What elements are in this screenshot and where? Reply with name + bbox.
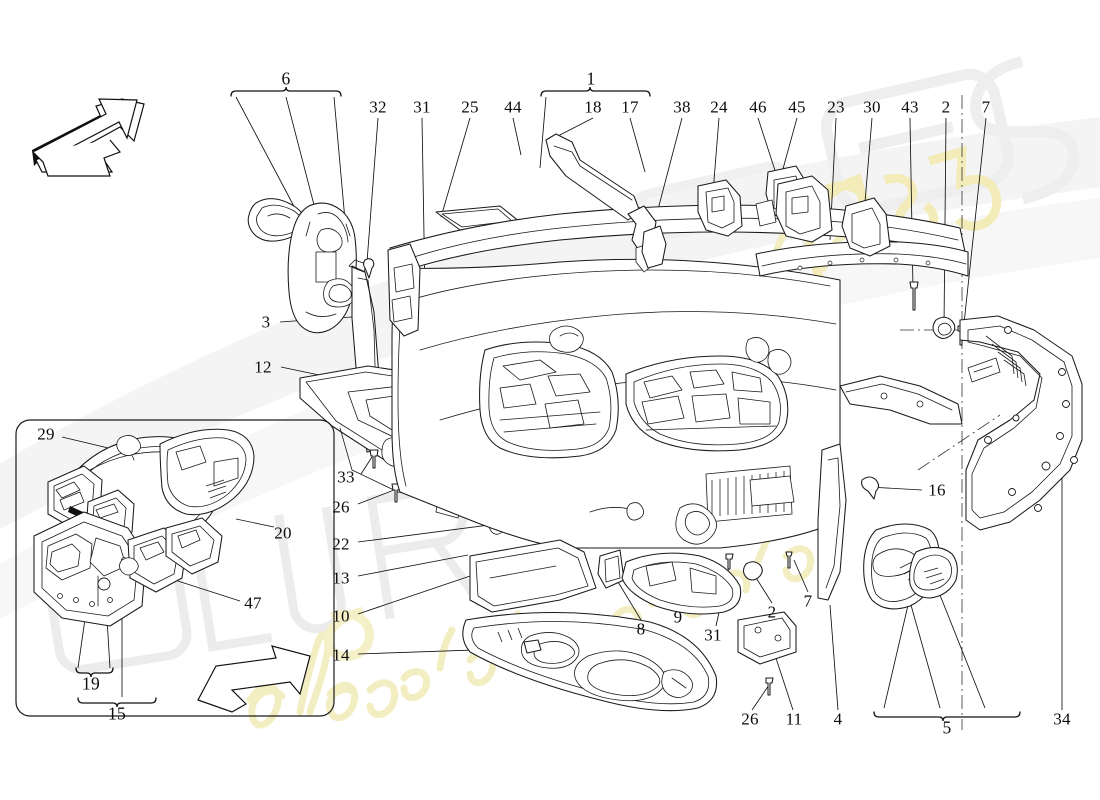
callout-label-33: 33 xyxy=(337,467,355,487)
callout-label-14: 14 xyxy=(332,645,350,665)
callout-label-47: 47 xyxy=(244,593,262,613)
callout-label-30: 30 xyxy=(863,97,881,117)
part-clip-14 xyxy=(523,639,542,654)
part-left-side-trim xyxy=(287,202,357,334)
callout-label-18: 18 xyxy=(584,97,602,117)
callout-label-25: 25 xyxy=(461,97,479,117)
detail-inset-panel xyxy=(15,419,335,717)
callout-label-4: 4 xyxy=(833,709,843,729)
callout-label-23: 23 xyxy=(827,97,845,117)
part-fastener-31-bottom xyxy=(725,553,734,570)
callout-label-44: 44 xyxy=(504,97,522,117)
bracket-label-15: 15 xyxy=(108,703,126,724)
part-bracket-30 xyxy=(841,197,891,257)
callout-label-12: 12 xyxy=(254,357,272,377)
callout-label-22: 22 xyxy=(332,534,350,554)
part-corner-gusset xyxy=(775,175,833,243)
callout-label-11: 11 xyxy=(785,709,803,729)
callout-label-43: 43 xyxy=(901,97,919,117)
bracket-label-1: 1 xyxy=(586,68,596,89)
callout-label-38: 38 xyxy=(673,97,691,117)
callout-label-8: 8 xyxy=(636,619,646,639)
callout-label-2-bot: 2 xyxy=(767,602,777,622)
callout-label-34: 34 xyxy=(1053,709,1071,729)
bracket-label-5: 5 xyxy=(942,717,952,738)
part-bracket-8 xyxy=(597,549,625,589)
callout-label-45: 45 xyxy=(788,97,806,117)
callout-label-17: 17 xyxy=(621,97,639,117)
bracket-label-6: 6 xyxy=(281,68,291,89)
part-lower-dash-trim-bar xyxy=(462,611,718,712)
callout-label-46: 46 xyxy=(749,97,767,117)
part-center-console-lower xyxy=(469,539,597,613)
part-right-structural-frame xyxy=(839,315,1083,531)
part-nut-2-top xyxy=(932,316,956,340)
callout-label-16: 16 xyxy=(928,480,946,500)
part-nut-2-bottom xyxy=(742,561,763,581)
part-clip-16 xyxy=(861,476,880,500)
callout-label-29: 29 xyxy=(37,424,55,444)
part-upper-crossbeam-left xyxy=(545,133,657,273)
callout-label-24: 24 xyxy=(710,97,728,117)
orientation-arrow-inset-icon xyxy=(197,645,311,713)
part-fastener-43 xyxy=(909,281,919,311)
orientation-arrow-top-icon xyxy=(31,98,145,177)
callout-label-7-bot: 7 xyxy=(803,591,813,611)
callout-label-7-top: 7 xyxy=(981,97,991,117)
callout-label-26-bot: 26 xyxy=(741,709,759,729)
callout-label-13: 13 xyxy=(332,568,350,588)
part-screw-26-bottom xyxy=(765,677,774,696)
part-bracket-24 xyxy=(697,179,743,237)
callout-label-2-top: 2 xyxy=(941,97,951,117)
bracket-label-19: 19 xyxy=(82,673,100,694)
part-center-lower-cover xyxy=(621,552,742,615)
callout-label-32: 32 xyxy=(369,97,387,117)
part-side-vent-small xyxy=(909,546,958,599)
part-right-pillar-trim xyxy=(817,443,847,601)
callout-label-31-top: 31 xyxy=(413,97,431,117)
part-bracket-11 xyxy=(737,611,797,665)
part-bracket-38 xyxy=(641,225,667,269)
callout-label-9: 9 xyxy=(673,607,683,627)
callout-label-10: 10 xyxy=(332,606,350,626)
callout-label-26-left: 26 xyxy=(332,497,350,517)
callout-label-20: 20 xyxy=(274,523,292,543)
callout-label-31-bot: 31 xyxy=(704,625,722,645)
callout-label-3: 3 xyxy=(261,312,271,332)
part-stud-7-bottom xyxy=(785,551,793,569)
